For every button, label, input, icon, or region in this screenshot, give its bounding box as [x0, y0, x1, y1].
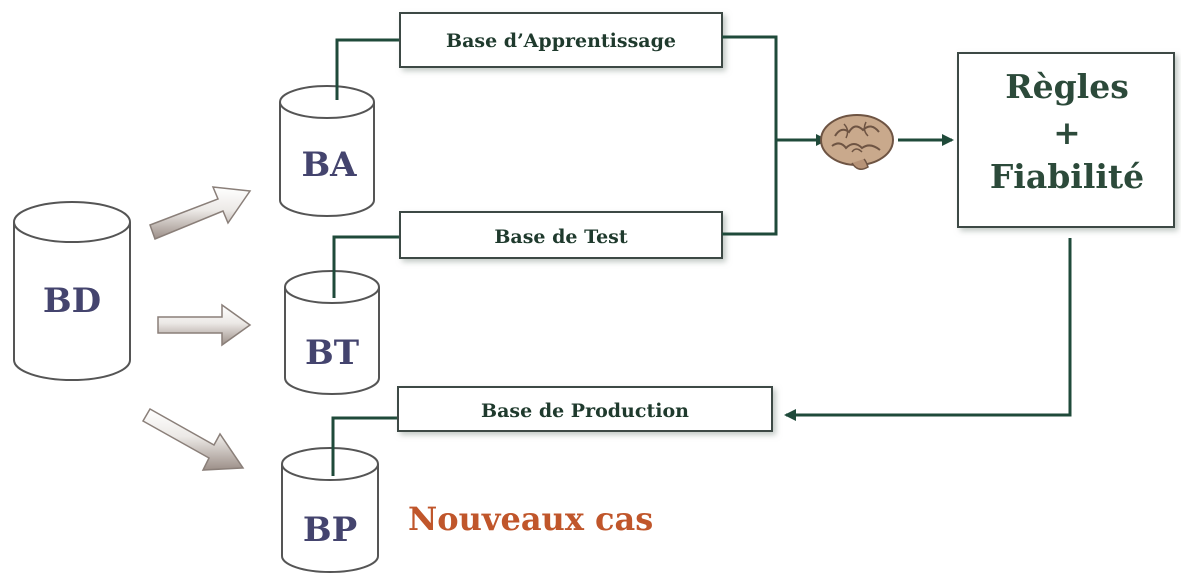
arrow-to-ba — [149, 186, 252, 240]
rules-line2: + — [1053, 113, 1081, 152]
apprentissage-to-merge — [722, 35, 778, 140]
test-box: Base de Test — [399, 211, 723, 259]
rules-line1: Règles — [1005, 67, 1129, 106]
production-label: Base de Production — [481, 400, 689, 422]
bp-cylinder: BP — [281, 447, 379, 573]
test-to-merge — [722, 140, 778, 236]
bp-to-box-line — [331, 416, 398, 476]
merge-lines — [722, 35, 828, 236]
bp-label: BP — [303, 510, 357, 550]
bd-label: BD — [43, 281, 101, 321]
ba-cylinder: BA — [279, 85, 375, 217]
rules-line3: Fiabilité — [990, 157, 1144, 196]
production-box: Base de Production — [397, 386, 773, 432]
bt-cylinder: BT — [284, 270, 380, 395]
brain-icon — [820, 114, 894, 170]
bd-cylinder: BD — [13, 201, 131, 381]
bt-to-box-line — [332, 235, 400, 298]
new-cases-label: Nouveaux cas — [408, 500, 653, 538]
ba-label: BA — [301, 145, 357, 185]
ba-to-box-line — [335, 38, 400, 100]
bt-label: BT — [305, 333, 359, 373]
split-arrows — [141, 186, 252, 471]
rules-box: Règles + Fiabilité — [957, 52, 1175, 228]
apprentissage-label: Base d’Apprentissage — [446, 30, 676, 52]
test-label: Base de Test — [494, 226, 628, 248]
rules-to-production-line — [784, 238, 1072, 421]
arrow-to-bp — [141, 407, 245, 471]
connector-lines — [331, 38, 400, 476]
arrow-to-bt — [157, 303, 252, 347]
apprentissage-box: Base d’Apprentissage — [399, 12, 723, 68]
